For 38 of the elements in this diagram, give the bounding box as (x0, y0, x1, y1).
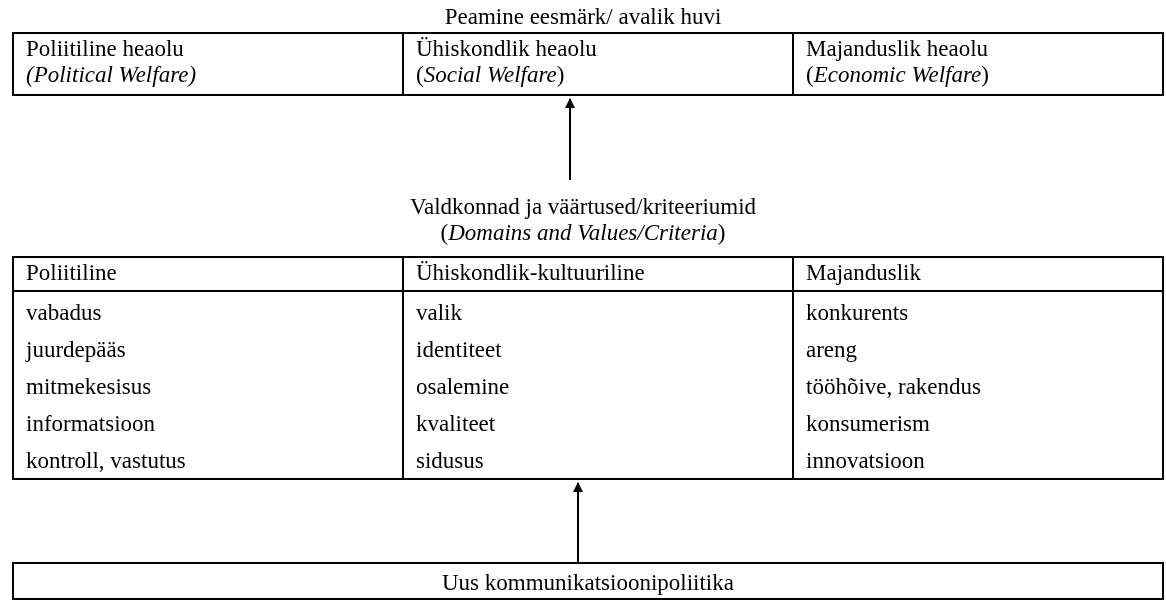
cell-heading: Majanduslik (806, 260, 922, 286)
value-list-item: areng (806, 336, 859, 364)
value-list-item: osalemine (416, 373, 511, 401)
arrow (565, 98, 575, 181)
table-cell (12, 290, 404, 480)
table-heading: Valdkonnad ja väärtused/kriteeriumid (408, 194, 758, 220)
value-list-item: identiteet (416, 336, 503, 364)
cell-heading: Ühiskondlik-kultuuriline (416, 260, 646, 286)
value-list-item: mitmekesisus (26, 373, 153, 401)
value-list-item: konkurents (806, 299, 910, 327)
cell-heading: Ühiskondlik heaolu (416, 36, 598, 62)
table-cell (792, 32, 1164, 96)
table-cell (12, 256, 404, 292)
value-list-item: innovatsioon (806, 447, 926, 475)
cell-heading: Poliitiline heaolu (26, 36, 185, 62)
table-cell (792, 290, 1164, 480)
cell-subtitle: (Social Welfare) (416, 62, 566, 88)
value-list-item: vabadus (26, 299, 103, 327)
value-list-item: kontroll, vastutus (26, 447, 187, 475)
value-list-item: informatsioon (26, 410, 157, 438)
cell-subtitle: (Political Welfare) (26, 62, 198, 88)
table-heading: Peamine eesmärk/ avalik huvi (443, 4, 723, 30)
table-subheading: (Domains and Values/Criteria) (439, 220, 727, 246)
value-list-item: kvaliteet (416, 410, 497, 438)
value-list-item: valik (416, 299, 463, 327)
value-list-item: konsumerism (806, 410, 931, 438)
cell-heading: Majanduslik heaolu (806, 36, 990, 62)
table-cell (792, 256, 1164, 292)
value-list-item: juurdepääs (26, 336, 127, 364)
policy-box (12, 562, 1164, 600)
table-cell (402, 32, 794, 96)
arrow (573, 482, 583, 563)
table-cell (12, 32, 404, 96)
box-label: Uus kommunikatsioonipoliitika (442, 570, 734, 596)
cell-subtitle: (Economic Welfare) (806, 62, 990, 88)
cell-heading: Poliitiline (26, 260, 118, 286)
value-list-item: tööhõive, rakendus (806, 373, 982, 401)
value-list-item: sidusus (416, 447, 485, 475)
